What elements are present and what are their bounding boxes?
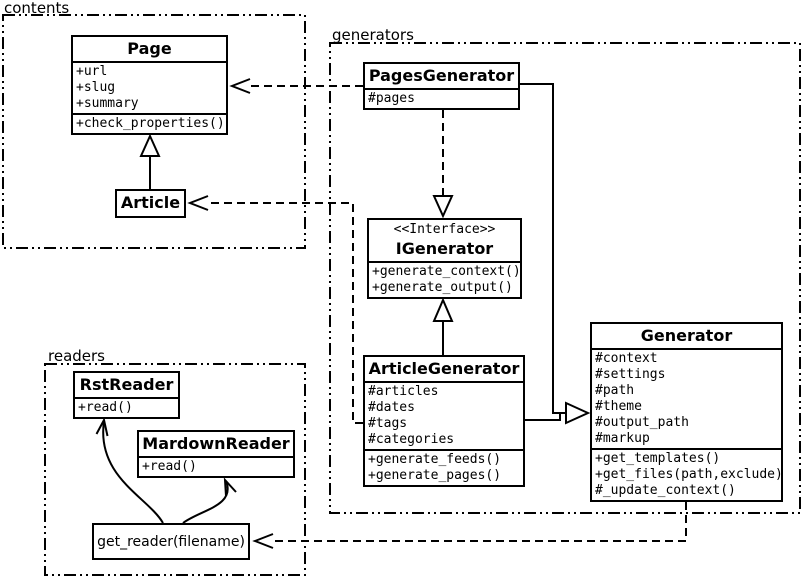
method-line: +generate_output() [372,280,513,295]
inheritance-line-articlegenerator-to-generator [525,412,566,421]
class-methods-mardownreader: +read() [139,456,293,476]
hollow-triangle-page [139,133,161,157]
attr-line: #settings [595,367,666,382]
hollow-triangle-generator [565,401,591,425]
class-box-igenerator: <<Interface>> IGenerator +generate_conte… [367,218,522,299]
attr-line: #path [595,383,635,398]
arrow-curve-getreader-to-mardownreader [182,480,229,524]
attr-line: #theme [595,399,642,414]
attr-line: #markup [595,431,650,446]
class-title-igenerator: IGenerator [395,239,494,258]
class-title-article: Article [120,193,181,212]
attr-line: #output_path [595,415,689,430]
open-arrowhead-into-getreader [252,533,274,549]
attr-line: +slug [76,80,116,95]
attr-line: +url [76,64,108,79]
class-title-articlegenerator: ArticleGenerator [368,359,520,378]
attr-line: #categories [368,432,455,447]
dependency-line-generator-to-getreader [273,502,687,542]
class-box-articlegenerator: ArticleGenerator #articles #dates #tags … [363,355,525,487]
package-label-generators: generators [332,26,414,44]
method-line: +generate_feeds() [368,452,502,467]
class-attrs-pagesgenerator: #pages [365,88,518,108]
function-box-getreader: get_reader(filename) [92,523,250,560]
class-attrs-articlegenerator: #articles #dates #tags #categories [365,381,523,449]
class-box-mardownreader: MardownReader +read() [137,430,295,478]
method-line: +read() [78,400,133,415]
class-methods-igenerator: +generate_context() +generate_output() [369,261,520,297]
package-label-readers: readers [48,347,105,365]
arrow-curve-getreader-to-rstreader [102,420,164,524]
open-arrowhead-into-page [229,78,251,94]
class-methods-generator: +get_templates() +get_files(path,exclude… [592,448,781,500]
attr-line: #pages [368,91,415,106]
class-stereotype-igenerator: <<Interface>> [393,222,496,237]
open-arrowhead-into-article [187,195,209,211]
function-label-getreader: get_reader(filename) [97,533,245,550]
class-methods-rstreader: +read() [75,397,178,417]
class-box-generator: Generator #context #settings #path #them… [590,322,783,502]
class-title-rstreader: RstReader [79,375,174,394]
class-title-generator: Generator [640,326,733,345]
class-methods-page: +check_properties() [73,113,226,133]
class-methods-articlegenerator: +generate_feeds() +generate_pages() [365,449,523,485]
method-line: +generate_pages() [368,468,502,483]
package-label-contents: contents [4,0,70,17]
package-frame-generators [329,42,801,514]
open-arrowhead-into-rstreader [95,417,109,437]
class-title-pagesgenerator: PagesGenerator [368,66,515,85]
class-attrs-page: +url +slug +summary [73,61,226,113]
inheritance-line-pagesgenerator-to-generator [520,83,566,414]
package-frame-contents [2,14,306,249]
class-attrs-generator: #context #settings #path #theme #output_… [592,348,781,448]
attr-line: #dates [368,400,415,415]
hollow-triangle-igenerator-top [432,195,454,219]
method-line: #_update_context() [595,483,736,498]
method-line: +check_properties() [76,116,225,131]
class-title-page: Page [127,39,172,58]
method-line: +get_files(path,exclude) [595,467,781,482]
class-title-mardownreader: MardownReader [142,434,290,453]
hollow-triangle-igenerator-bottom [432,297,454,322]
attr-line: #articles [368,384,439,399]
class-box-pagesgenerator: PagesGenerator #pages [363,62,520,110]
method-line: +read() [142,459,197,474]
package-frame-readers [44,363,306,576]
dependency-line-articlegenerator-to-article [208,202,363,424]
class-box-rstreader: RstReader +read() [73,371,180,419]
class-box-page: Page +url +slug +summary +check_properti… [71,35,228,135]
class-box-article: Article [115,189,186,218]
open-arrowhead-into-mardownreader [223,477,237,497]
attr-line: #tags [368,416,408,431]
method-line: +generate_context() [372,264,520,279]
attr-line: #context [595,351,658,366]
attr-line: +summary [76,96,139,111]
method-line: +get_templates() [595,451,721,466]
